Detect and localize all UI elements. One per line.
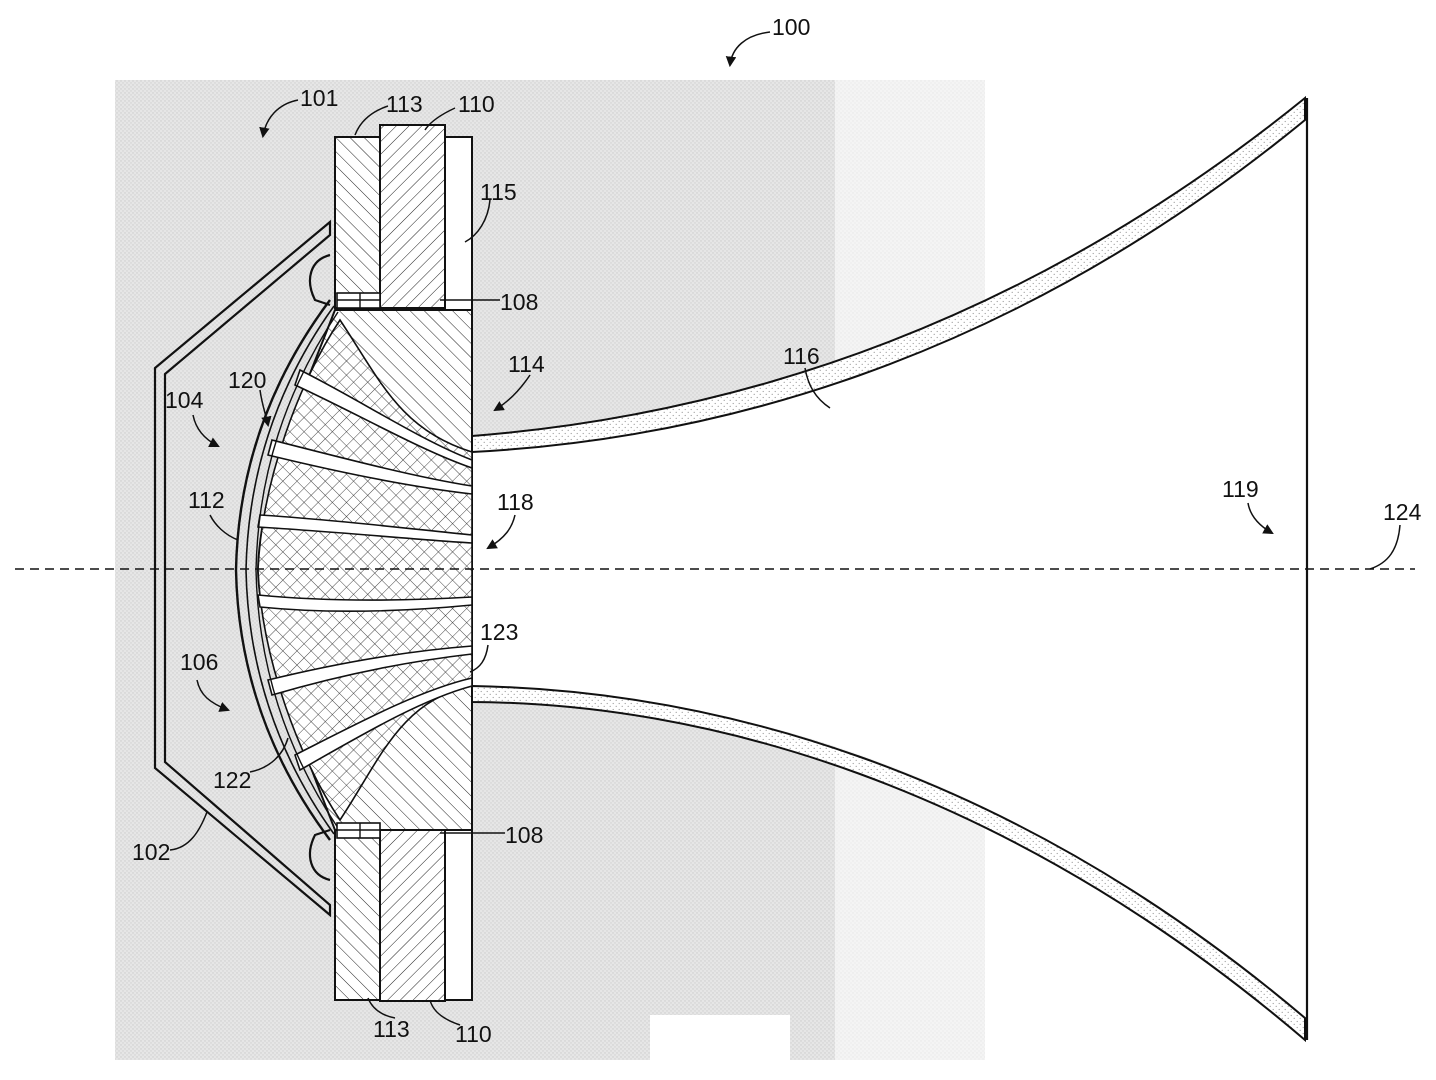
pole-plate-top [334, 136, 381, 309]
magnet-bottom [379, 822, 446, 1002]
label-118: 118 [497, 489, 534, 515]
label-100: 100 [772, 14, 810, 40]
leader-lines [169, 31, 1401, 1026]
label-120: 120 [228, 367, 266, 393]
phase-plug-slots [257, 368, 473, 772]
white-notch [650, 1015, 790, 1080]
label-112: 112 [188, 487, 225, 513]
diaphragm-dome-inner [245, 305, 335, 835]
horn-wall-lower [471, 684, 1306, 1043]
label-122: 122 [213, 767, 251, 793]
magnet-top [379, 124, 446, 309]
label-113-top: 113 [386, 91, 423, 117]
label-110-top: 110 [458, 91, 495, 117]
rear-cover [153, 219, 332, 918]
label-108-bottom: 108 [505, 822, 543, 848]
label-119: 119 [1222, 476, 1259, 502]
pole-plate-bottom [334, 829, 381, 1001]
horn-wall-upper [471, 95, 1306, 454]
surround-top [308, 253, 381, 309]
label-113-bottom: 113 [373, 1016, 410, 1042]
surround-bottom [308, 822, 381, 882]
label-102: 102 [132, 839, 170, 865]
horn-interior [472, 105, 1308, 1030]
label-124: 124 [1383, 499, 1422, 525]
label-123: 123 [480, 619, 518, 645]
label-101: 101 [300, 85, 338, 111]
label-116: 116 [783, 343, 820, 369]
label-115: 115 [480, 179, 517, 205]
label-114: 114 [508, 351, 545, 377]
label-106: 106 [180, 649, 218, 675]
label-110-bottom: 110 [455, 1021, 492, 1047]
reference-labels: 100 101 113 110 115 108 114 116 120 104 … [132, 14, 1422, 1047]
label-104: 104 [165, 387, 204, 413]
diaphragm-dome-inner2 [255, 311, 339, 829]
diaphragm-dome [234, 299, 331, 841]
label-108-top: 108 [500, 289, 538, 315]
